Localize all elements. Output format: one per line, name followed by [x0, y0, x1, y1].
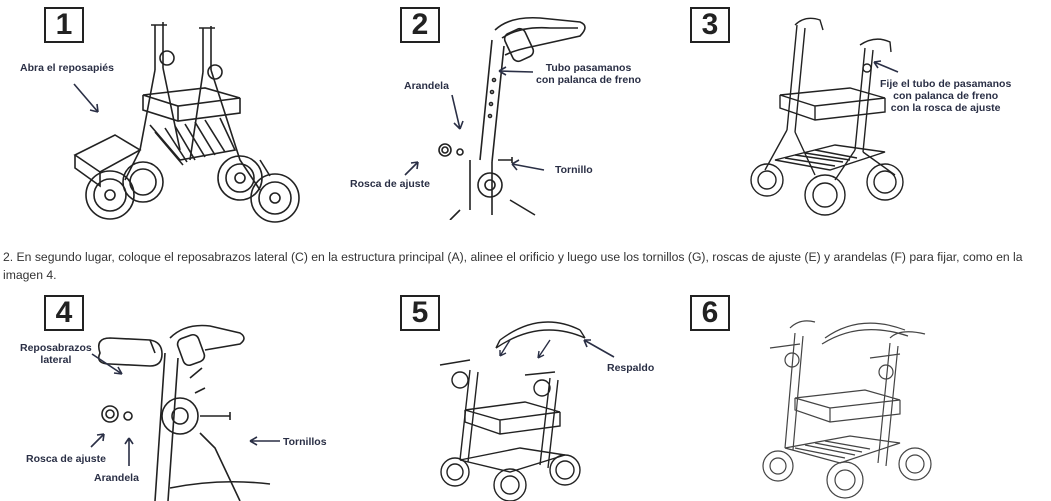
- step-number-6: 6: [690, 295, 730, 331]
- label-fix-tube: Fije el tubo de pasamanos con palanca de…: [880, 78, 1012, 114]
- step1-rollator-illustration: [73, 22, 300, 223]
- step-number-3: 3: [690, 7, 730, 43]
- arrow-fix-tube: [873, 60, 899, 73]
- arrow-screw-2: [511, 159, 545, 171]
- arrow-screws-4: [249, 436, 280, 446]
- label-screws-4: Tornillos: [283, 436, 327, 448]
- label-knob-2: Rosca de ajuste: [350, 178, 430, 190]
- arrow-tube: [498, 66, 534, 76]
- arrow-washer-2: [451, 94, 464, 130]
- step4-armrest-illustration: [97, 324, 271, 501]
- step-number-4: 4: [44, 295, 84, 331]
- step-number-5: 5: [400, 295, 440, 331]
- instruction-paragraph: 2. En segundo lugar, coloque el reposabr…: [3, 250, 1023, 282]
- label-knob-4: Rosca de ajuste: [26, 453, 106, 465]
- step-number-1: 1: [44, 7, 84, 43]
- label-screw-2: Tornillo: [555, 164, 593, 176]
- label-open-footrest: Abra el reposapiés: [20, 62, 114, 74]
- label-armrest: Reposabrazos lateral: [20, 342, 92, 366]
- arrow-backrest: [583, 339, 615, 358]
- label-washer-4: Arandela: [94, 472, 139, 484]
- arrow-knob-2: [404, 161, 419, 176]
- label-handle-tube: Tubo pasamanos con palanca de freno: [536, 62, 642, 86]
- label-backrest: Respaldo: [607, 362, 655, 374]
- arrow-armrest: [91, 353, 123, 375]
- step5-rollator-illustration: [439, 321, 586, 501]
- arrow-footrest: [73, 83, 99, 113]
- arrow-washer-4: [124, 437, 134, 466]
- step2-handle-tube-illustration: [438, 16, 586, 220]
- step6-rollator-illustration: [762, 320, 932, 499]
- arrow-knob-4: [90, 433, 105, 448]
- step3-rollator-illustration: [750, 17, 904, 216]
- label-washer-2: Arandela: [404, 80, 449, 92]
- step-number-2: 2: [400, 7, 440, 43]
